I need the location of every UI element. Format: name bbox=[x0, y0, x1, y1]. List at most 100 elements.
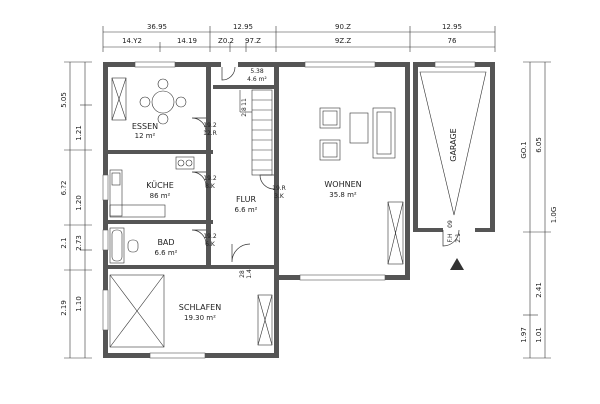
dim-left-8: 1.10 bbox=[75, 296, 83, 312]
dim-top-3: 90.Z bbox=[335, 23, 351, 31]
bed bbox=[109, 274, 165, 348]
chair-3 bbox=[139, 96, 151, 108]
room-name-garage: GARAGE bbox=[449, 128, 458, 162]
dim-left-7: 2.73 bbox=[75, 235, 83, 251]
garage-outline bbox=[419, 71, 487, 216]
dim-left-1: 5.05 bbox=[60, 92, 68, 108]
door-label-bad-1: 19.2 bbox=[203, 233, 217, 240]
essen-cabinet bbox=[111, 77, 127, 121]
door-label-garage-3: 09 bbox=[447, 220, 454, 228]
dim-left-6: 1.20 bbox=[75, 195, 83, 211]
dim-left-4: 2.19 bbox=[60, 300, 68, 316]
room-name-schlafen: SCHLAFEN bbox=[179, 303, 221, 312]
door-label-flur-2: 3.K bbox=[274, 193, 285, 200]
door-schlafen bbox=[231, 243, 251, 263]
window-schlafen-bottom bbox=[149, 352, 206, 359]
right-dimension-lines bbox=[523, 61, 551, 359]
coffee-table bbox=[349, 112, 369, 144]
door-label-bad-2: 6.K bbox=[205, 241, 216, 248]
armchair-2 bbox=[319, 139, 341, 161]
window-bad bbox=[102, 229, 109, 251]
dim-top-5: 14.Y2 bbox=[122, 37, 142, 45]
door-label-essen-2: 12.R bbox=[203, 130, 217, 137]
door-label-stair-1: 11 bbox=[241, 98, 248, 106]
dim-top-6: 14.19 bbox=[177, 37, 197, 45]
top-dimension-lines bbox=[102, 26, 496, 52]
dim-right-5: 1.0G bbox=[550, 207, 558, 224]
living-cabinet bbox=[387, 201, 404, 265]
room-name-bad: BAD bbox=[157, 238, 174, 247]
dim-right-1: 6.05 bbox=[535, 137, 543, 153]
dining-table bbox=[151, 90, 175, 114]
dim-top-2: 12.95 bbox=[233, 23, 253, 31]
dim-top-4: 12.95 bbox=[442, 23, 462, 31]
door-label-garage-1: F.H bbox=[447, 234, 454, 243]
walls bbox=[103, 62, 495, 358]
chair-4 bbox=[175, 96, 187, 108]
room-area-flur: 6.6 m² bbox=[235, 206, 258, 214]
door-essen bbox=[191, 117, 207, 133]
doors bbox=[191, 66, 460, 263]
door-kuche bbox=[191, 171, 207, 187]
door-label-flur-1: 19.R bbox=[272, 185, 286, 192]
left-dimension-texts: 5.05 6.?2 2.1 2.19 1.21 1.20 2.73 1.10 bbox=[60, 92, 83, 316]
room-area-wohnen: 35.8 m² bbox=[329, 191, 357, 199]
door-small-room bbox=[221, 66, 236, 81]
dim-left-2: 6.?2 bbox=[60, 181, 68, 196]
door-label-schlafen-1: 28 bbox=[239, 270, 246, 278]
room-area-essen: 12 m² bbox=[135, 132, 156, 140]
window-wohnen-top bbox=[304, 61, 376, 68]
room-name-kuche: KÜCHE bbox=[146, 180, 174, 190]
entrance-arrow bbox=[450, 258, 464, 270]
door-label-stair-2: 2.8 bbox=[241, 107, 248, 117]
dim-top-8: 97.Z bbox=[245, 37, 261, 45]
chair-2 bbox=[157, 113, 169, 125]
dim-top-7: Z0.2 bbox=[218, 37, 234, 45]
room-area-kuche: 86 m² bbox=[150, 192, 171, 200]
window-schlafen bbox=[102, 289, 109, 331]
door-label-schlafen-2: 1.4 bbox=[246, 269, 253, 279]
room-area-bad: 6.6 m² bbox=[155, 249, 178, 257]
bathtub bbox=[109, 227, 125, 264]
stairs bbox=[239, 89, 273, 176]
dim-top-9: 9Z.Z bbox=[335, 37, 351, 45]
right-dimension-texts: 6.05 2.41 1.97 GO.1 1.0G 1.01 bbox=[520, 137, 558, 343]
sofa bbox=[372, 107, 396, 159]
door-bad bbox=[191, 229, 207, 245]
room-name-essen: ESSEN bbox=[132, 122, 158, 131]
door-label-kuche-1: 19.2 bbox=[203, 175, 217, 182]
door-label-garage-2: 2.1 bbox=[455, 233, 462, 243]
window-garage bbox=[434, 61, 476, 68]
dim-right-2: 2.41 bbox=[535, 282, 543, 298]
dim-right-4: GO.1 bbox=[520, 141, 528, 158]
room-labels: ESSEN 12 m² KÜCHE 86 m² BAD 6.6 m² FLUR … bbox=[132, 68, 458, 322]
door-labels: 19.2 12.R 19.2 8.K 19.2 6.K 19.R 3.K 28 … bbox=[203, 98, 462, 279]
dim-top-10: 76 bbox=[448, 37, 457, 45]
dim-right-3: 1.97 bbox=[520, 327, 528, 343]
wardrobe bbox=[257, 294, 273, 346]
dim-left-3: 2.1 bbox=[60, 237, 68, 248]
small-room-code: 5.38 bbox=[250, 68, 264, 75]
kitchen-counter-bottom bbox=[109, 204, 166, 218]
armchair-1 bbox=[319, 107, 341, 129]
windows bbox=[102, 61, 476, 359]
small-room-area: 4.6 m² bbox=[247, 76, 267, 83]
furniture bbox=[109, 71, 487, 348]
dim-left-5: 1.21 bbox=[75, 125, 83, 141]
left-dimension-lines bbox=[64, 61, 92, 359]
dim-top-1: 36.95 bbox=[147, 23, 167, 31]
kitchen-counter bbox=[109, 169, 123, 217]
dim-right-6: 1.01 bbox=[535, 327, 543, 343]
kitchen-sink bbox=[175, 156, 195, 170]
room-area-schlafen: 19.30 m² bbox=[184, 314, 216, 322]
top-dimension-texts: 36.95 12.95 90.Z 12.95 14.Y2 14.19 Z0.2 … bbox=[122, 23, 462, 45]
room-name-flur: FLUR bbox=[236, 195, 257, 204]
window-kuche bbox=[102, 174, 109, 201]
chair-1 bbox=[157, 78, 169, 90]
room-name-wohnen: WOHNEN bbox=[324, 180, 361, 189]
door-label-essen-1: 19.2 bbox=[203, 122, 217, 129]
window-essen bbox=[134, 61, 176, 68]
door-label-kuche-2: 8.K bbox=[205, 183, 216, 190]
